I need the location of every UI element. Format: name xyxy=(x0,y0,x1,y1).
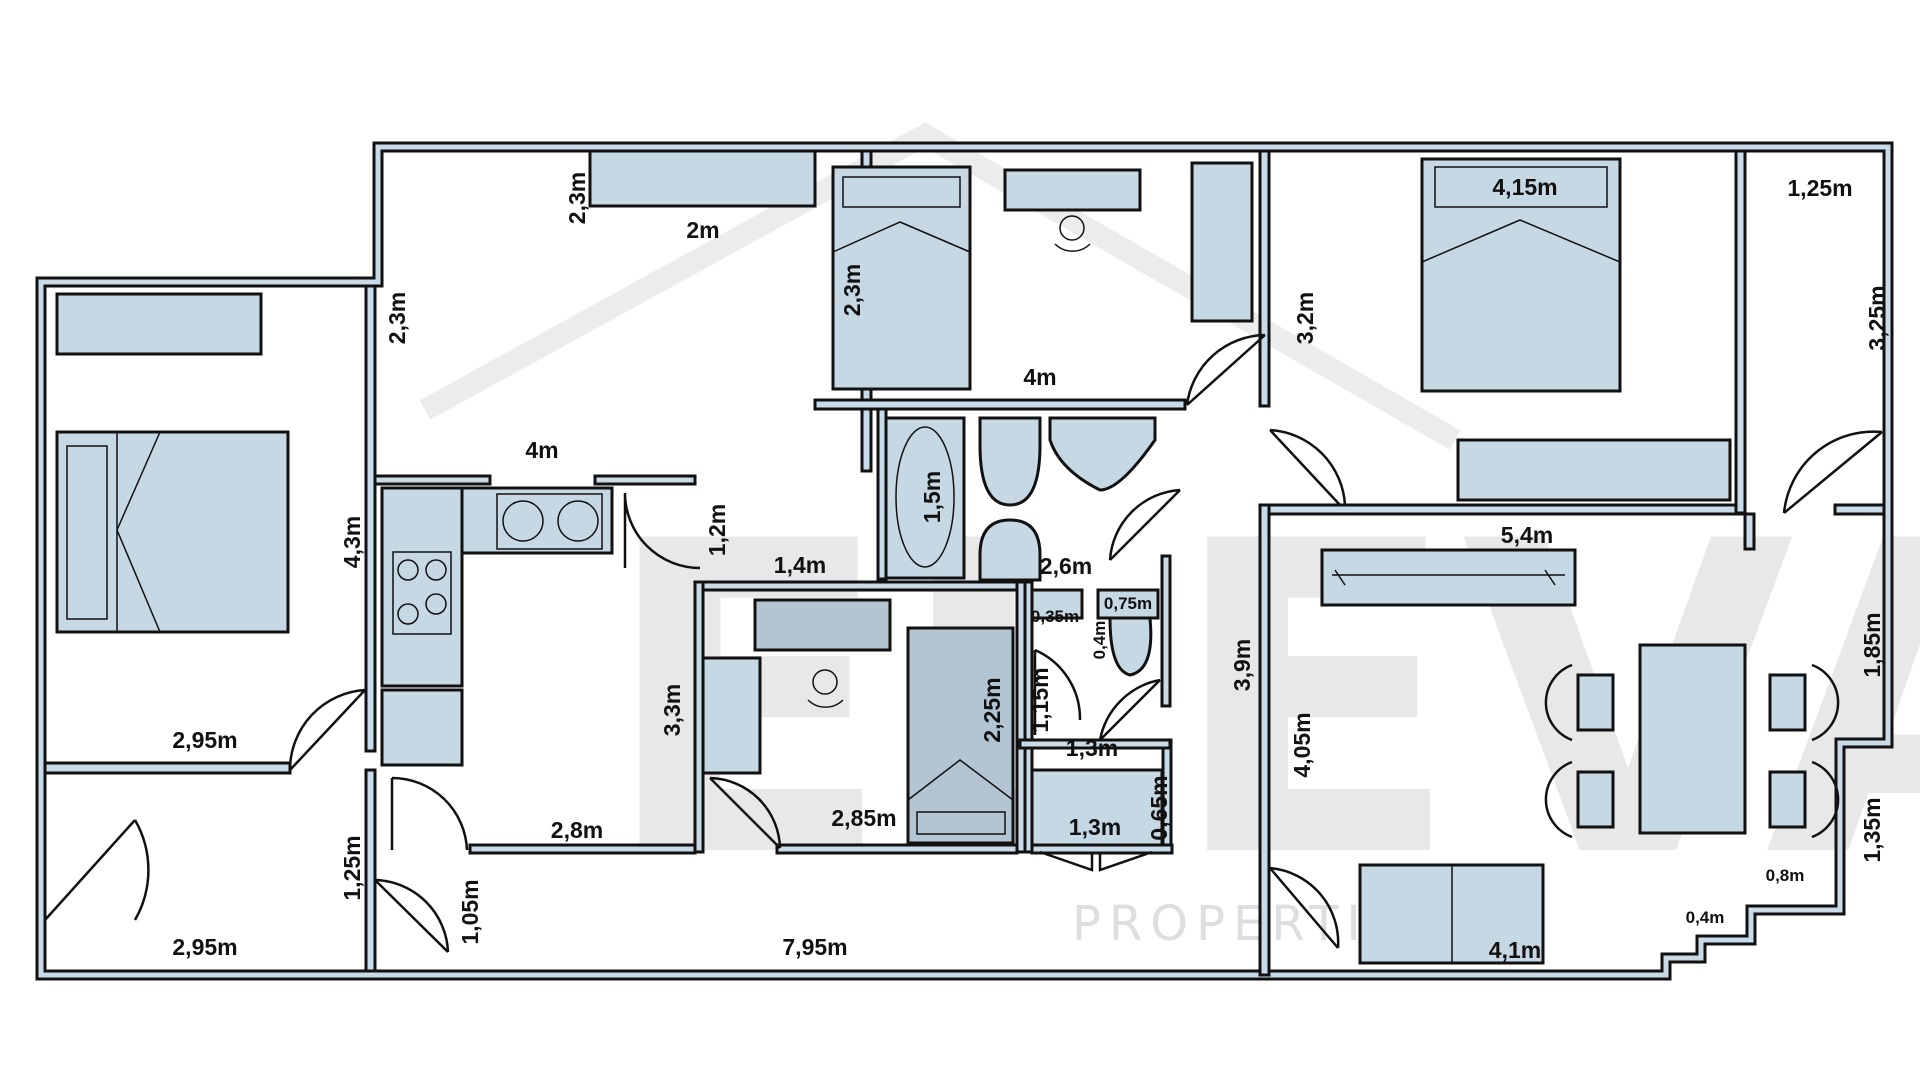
toilet xyxy=(978,416,1042,507)
bidet xyxy=(978,518,1042,582)
wc-e-label: 1,3m xyxy=(1066,735,1118,761)
living-width-label: 4m xyxy=(525,437,558,463)
bathroom: 1,5m 2,6m xyxy=(884,416,1181,582)
balcony-d-label: 3,25m xyxy=(1864,285,1890,350)
study-depth-label: 3,3m xyxy=(659,684,685,736)
sink xyxy=(496,493,603,550)
bed2-width-label: 4m xyxy=(1023,364,1056,390)
chair-3 xyxy=(1768,673,1807,732)
living-top-label: 2,3m xyxy=(564,172,590,224)
salon-d-label: 4,05m xyxy=(1289,712,1315,777)
kitchen-door[interactable] xyxy=(623,492,701,570)
salon: 5,4m 1,85m 4,05m 4,1m 1,35m 0,8m 0,4m xyxy=(1269,522,1885,965)
bed1-door[interactable] xyxy=(288,688,366,771)
side-unit xyxy=(701,656,762,775)
wc-c-label: 0,4m xyxy=(1090,621,1109,660)
master-bed-label: 4,15m xyxy=(1492,174,1557,200)
bed1-width-label: 2,95m xyxy=(172,727,237,753)
counter-left xyxy=(380,486,464,688)
bath-tub-label: 1,5m xyxy=(919,471,945,523)
balcony: 1,25m 3,25m xyxy=(1782,175,1890,514)
salon-right-label: 1,85m xyxy=(1859,612,1885,677)
hall-center-label: 3,9m xyxy=(1229,639,1255,691)
wardrobe-2 xyxy=(1190,161,1254,323)
central-hall: 3,9m xyxy=(1229,428,1347,691)
wc: 0,35m 0,75m 0,4m 1,15m 1,3m xyxy=(1027,588,1161,761)
tv-unit xyxy=(1320,548,1577,607)
outer-walls xyxy=(35,141,1894,981)
wc-b-label: 0,75m xyxy=(1104,594,1152,613)
stove xyxy=(392,551,452,635)
salon-w-label: 5,4m xyxy=(1501,522,1553,548)
living-room: 2,3m 2m 2,3m 4m xyxy=(384,149,817,463)
master-wardrobe xyxy=(1456,438,1732,502)
corridor-label: 7,95m xyxy=(782,934,847,960)
salon-bottom-label: 4,1m xyxy=(1489,937,1541,963)
master-bed xyxy=(1420,157,1622,393)
bedroom-2: 2,3m 4m xyxy=(831,161,1266,406)
chair-2 xyxy=(1576,770,1615,829)
dining-table xyxy=(1638,643,1747,835)
balcony-w-label: 1,25m xyxy=(1787,175,1852,201)
study-width-label: 2,85m xyxy=(831,805,896,831)
bath-door[interactable] xyxy=(1108,488,1181,561)
study-door[interactable] xyxy=(709,776,782,849)
bathtub xyxy=(884,416,966,580)
counter-bottom xyxy=(380,688,464,767)
study: 2,25m 2,85m xyxy=(701,598,1015,849)
kitchen-depth-label: 1,2m xyxy=(704,504,730,556)
hall-door[interactable] xyxy=(374,878,450,953)
wc-door[interactable] xyxy=(1033,648,1082,735)
chair-1 xyxy=(1576,673,1615,732)
chair-4 xyxy=(1768,770,1807,829)
closet-w-label: 1,3m xyxy=(1069,814,1121,840)
desk-2 xyxy=(1003,168,1142,212)
counter-top xyxy=(460,486,614,555)
kitchen-width-label: 2,8m xyxy=(551,817,603,843)
kitchen-opening-label: 1,4m xyxy=(774,552,826,578)
entry-door[interactable] xyxy=(44,819,150,921)
wc-toilet xyxy=(1108,616,1153,677)
bed1-depth-label: 4,3m xyxy=(339,516,365,568)
hall-door2-label: 1,05m xyxy=(457,879,483,944)
closet-d-label: 0,65m xyxy=(1146,775,1172,840)
single-bed xyxy=(906,626,1015,845)
bed2-depth-label: 2,3m xyxy=(839,264,865,316)
balcony-door[interactable] xyxy=(1782,430,1883,514)
sink-bath xyxy=(1048,416,1157,492)
step3-label: 0,4m xyxy=(1686,908,1725,927)
wc-d-label: 1,15m xyxy=(1027,667,1053,732)
study-bed-label: 2,25m xyxy=(979,677,1005,742)
master-door[interactable] xyxy=(1269,428,1347,506)
kitchen: 1,2m 1,4m 2,8m 3,3m xyxy=(380,486,826,851)
living-shelf-label: 2m xyxy=(686,217,719,243)
wc-a-label: 0,35m xyxy=(1031,607,1079,626)
shelf xyxy=(588,149,817,208)
wardrobe xyxy=(55,292,263,356)
step1-label: 1,35m xyxy=(1859,797,1885,862)
kitchen-door-2[interactable] xyxy=(390,776,469,851)
step2-label: 0,8m xyxy=(1766,866,1805,885)
bath-width-label: 2,6m xyxy=(1040,553,1092,579)
wc-tank xyxy=(1096,588,1160,620)
bed xyxy=(831,165,972,391)
wc-door-2[interactable] xyxy=(1098,678,1161,741)
chair xyxy=(812,669,838,695)
salon-door[interactable] xyxy=(1269,866,1340,949)
bed2-door[interactable] xyxy=(1185,333,1266,406)
closet-unit xyxy=(1030,768,1164,847)
closet: 1,3m 0,65m xyxy=(1030,768,1172,872)
entrance-hall: 2,95m 1,25m 1,05m 7,95m xyxy=(44,819,848,960)
hall-door-label: 1,25m xyxy=(339,835,365,900)
living-left-label: 2,3m xyxy=(384,292,410,344)
desk xyxy=(753,598,892,652)
wc-basin xyxy=(1030,588,1084,620)
master-bedroom: 4,15m 3,2m xyxy=(1292,157,1732,502)
bedroom-1: 2,95m 4,3m xyxy=(55,292,366,771)
hall-width-label: 2,95m xyxy=(172,934,237,960)
double-bed xyxy=(55,430,290,634)
master-depth-label: 3,2m xyxy=(1292,292,1318,344)
